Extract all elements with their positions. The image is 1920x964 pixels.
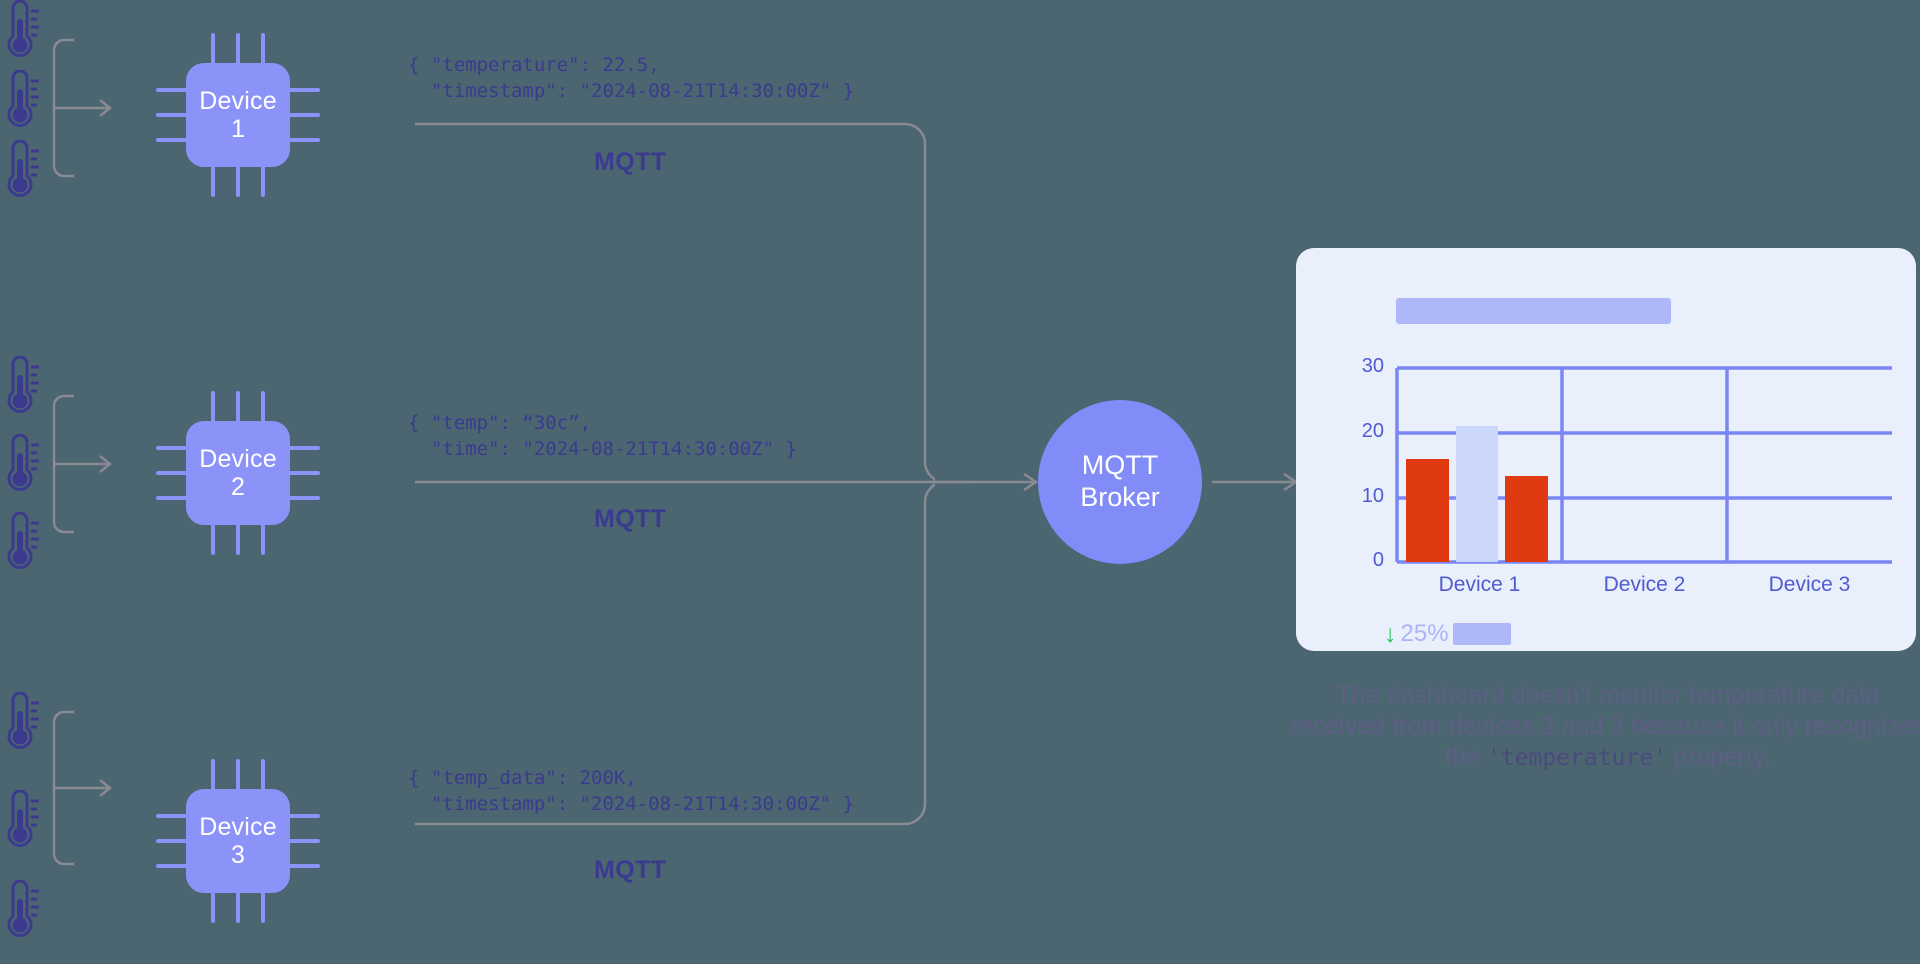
device-node-3-label-line2: 3 bbox=[230, 841, 246, 869]
dashboard-delta-value: 25% bbox=[1400, 620, 1449, 647]
device-node-3-label: Device 3 bbox=[188, 791, 288, 891]
dashboard-title-placeholder bbox=[1396, 298, 1671, 324]
mqtt-pipe-device-2 bbox=[415, 476, 975, 490]
sensor-bracket-device-3 bbox=[52, 700, 132, 876]
mqtt-broker-label-line2: Broker bbox=[1080, 482, 1160, 512]
dashboard-card[interactable]: 30 20 10 0 Device 1 Device 2 Device 3 ↓ … bbox=[1296, 248, 1916, 651]
sensor-bracket-device-1 bbox=[52, 28, 132, 188]
device-node-2-label-line1: Device bbox=[199, 445, 277, 473]
device-node-2[interactable]: Device 2 bbox=[155, 390, 321, 556]
thermometer-icon bbox=[2, 434, 42, 496]
bar-series-3-device-1 bbox=[1505, 476, 1548, 562]
thermometer-icon bbox=[2, 70, 42, 132]
thermometer-icon bbox=[2, 356, 42, 418]
thermometer-icon bbox=[2, 692, 42, 754]
device-node-2-label: Device 2 bbox=[188, 423, 288, 523]
device-node-1[interactable]: Device 1 bbox=[155, 32, 321, 198]
device-node-1-label: Device 1 bbox=[188, 65, 288, 165]
protocol-label-device-3: MQTT bbox=[594, 856, 667, 884]
chart-xtick-device-2: Device 2 bbox=[1603, 573, 1686, 596]
device-node-2-label-line2: 2 bbox=[230, 473, 246, 501]
arrow-down-icon: ↓ bbox=[1384, 619, 1397, 648]
thermometer-icon bbox=[2, 0, 42, 62]
bar-series-1-device-1 bbox=[1406, 459, 1449, 562]
payload-device-2: { "temp": “30c”, "time": "2024-08-21T14:… bbox=[408, 412, 797, 460]
chart-category-separators bbox=[1395, 368, 1729, 562]
mqtt-pipe-device-1 bbox=[415, 118, 935, 488]
chart-ytick-0: 0 bbox=[1372, 549, 1384, 571]
chart-xtick-device-3: Device 3 bbox=[1768, 573, 1851, 596]
caption-part-2: property. bbox=[1666, 743, 1771, 771]
protocol-label-device-1: MQTT bbox=[594, 148, 667, 176]
mqtt-broker-node[interactable]: MQTT Broker bbox=[1038, 400, 1202, 564]
thermometer-icon bbox=[2, 512, 42, 574]
chart-bars bbox=[1406, 426, 1548, 562]
bar-series-2-device-1 bbox=[1456, 426, 1498, 562]
thermometer-icon bbox=[2, 140, 42, 202]
dashboard-delta: ↓ 25% bbox=[1384, 620, 1511, 648]
broker-inbound-arrow bbox=[930, 470, 1050, 494]
chart-ytick-30: 30 bbox=[1361, 355, 1384, 377]
dashboard-delta-placeholder-bar bbox=[1452, 623, 1511, 645]
device-node-3-label-line1: Device bbox=[199, 813, 277, 841]
device-node-1-label-line1: Device bbox=[199, 87, 277, 115]
device-node-3[interactable]: Device 3 bbox=[155, 758, 321, 924]
caption-part-1: The dashboard doesn’t monitor temperatur… bbox=[1290, 681, 1920, 771]
chart-ytick-20: 20 bbox=[1361, 420, 1384, 442]
chart-xtick-device-1: Device 1 bbox=[1438, 573, 1521, 596]
dashboard-caption: The dashboard doesn’t monitor temperatur… bbox=[1288, 680, 1920, 774]
payload-device-3: { "temp_data": 200K, "timestamp": "2024-… bbox=[408, 767, 855, 815]
mqtt-pipe-device-3 bbox=[415, 480, 935, 830]
thermometer-icon bbox=[2, 880, 42, 942]
thermometer-icon bbox=[2, 790, 42, 852]
protocol-label-device-2: MQTT bbox=[594, 505, 667, 533]
chip-outline-icon bbox=[156, 759, 320, 923]
chip-outline-icon bbox=[156, 33, 320, 197]
payload-device-1: { "temperature": 22.5, "timestamp": "202… bbox=[408, 54, 855, 102]
caption-code-temperature: 'temperature' bbox=[1486, 745, 1667, 771]
chart-ytick-10: 10 bbox=[1361, 485, 1384, 507]
device-node-1-label-line2: 1 bbox=[230, 115, 246, 143]
sensor-bracket-device-2 bbox=[52, 384, 132, 544]
bar-chart bbox=[1296, 248, 1916, 651]
mqtt-broker-label-line1: MQTT bbox=[1081, 450, 1159, 481]
